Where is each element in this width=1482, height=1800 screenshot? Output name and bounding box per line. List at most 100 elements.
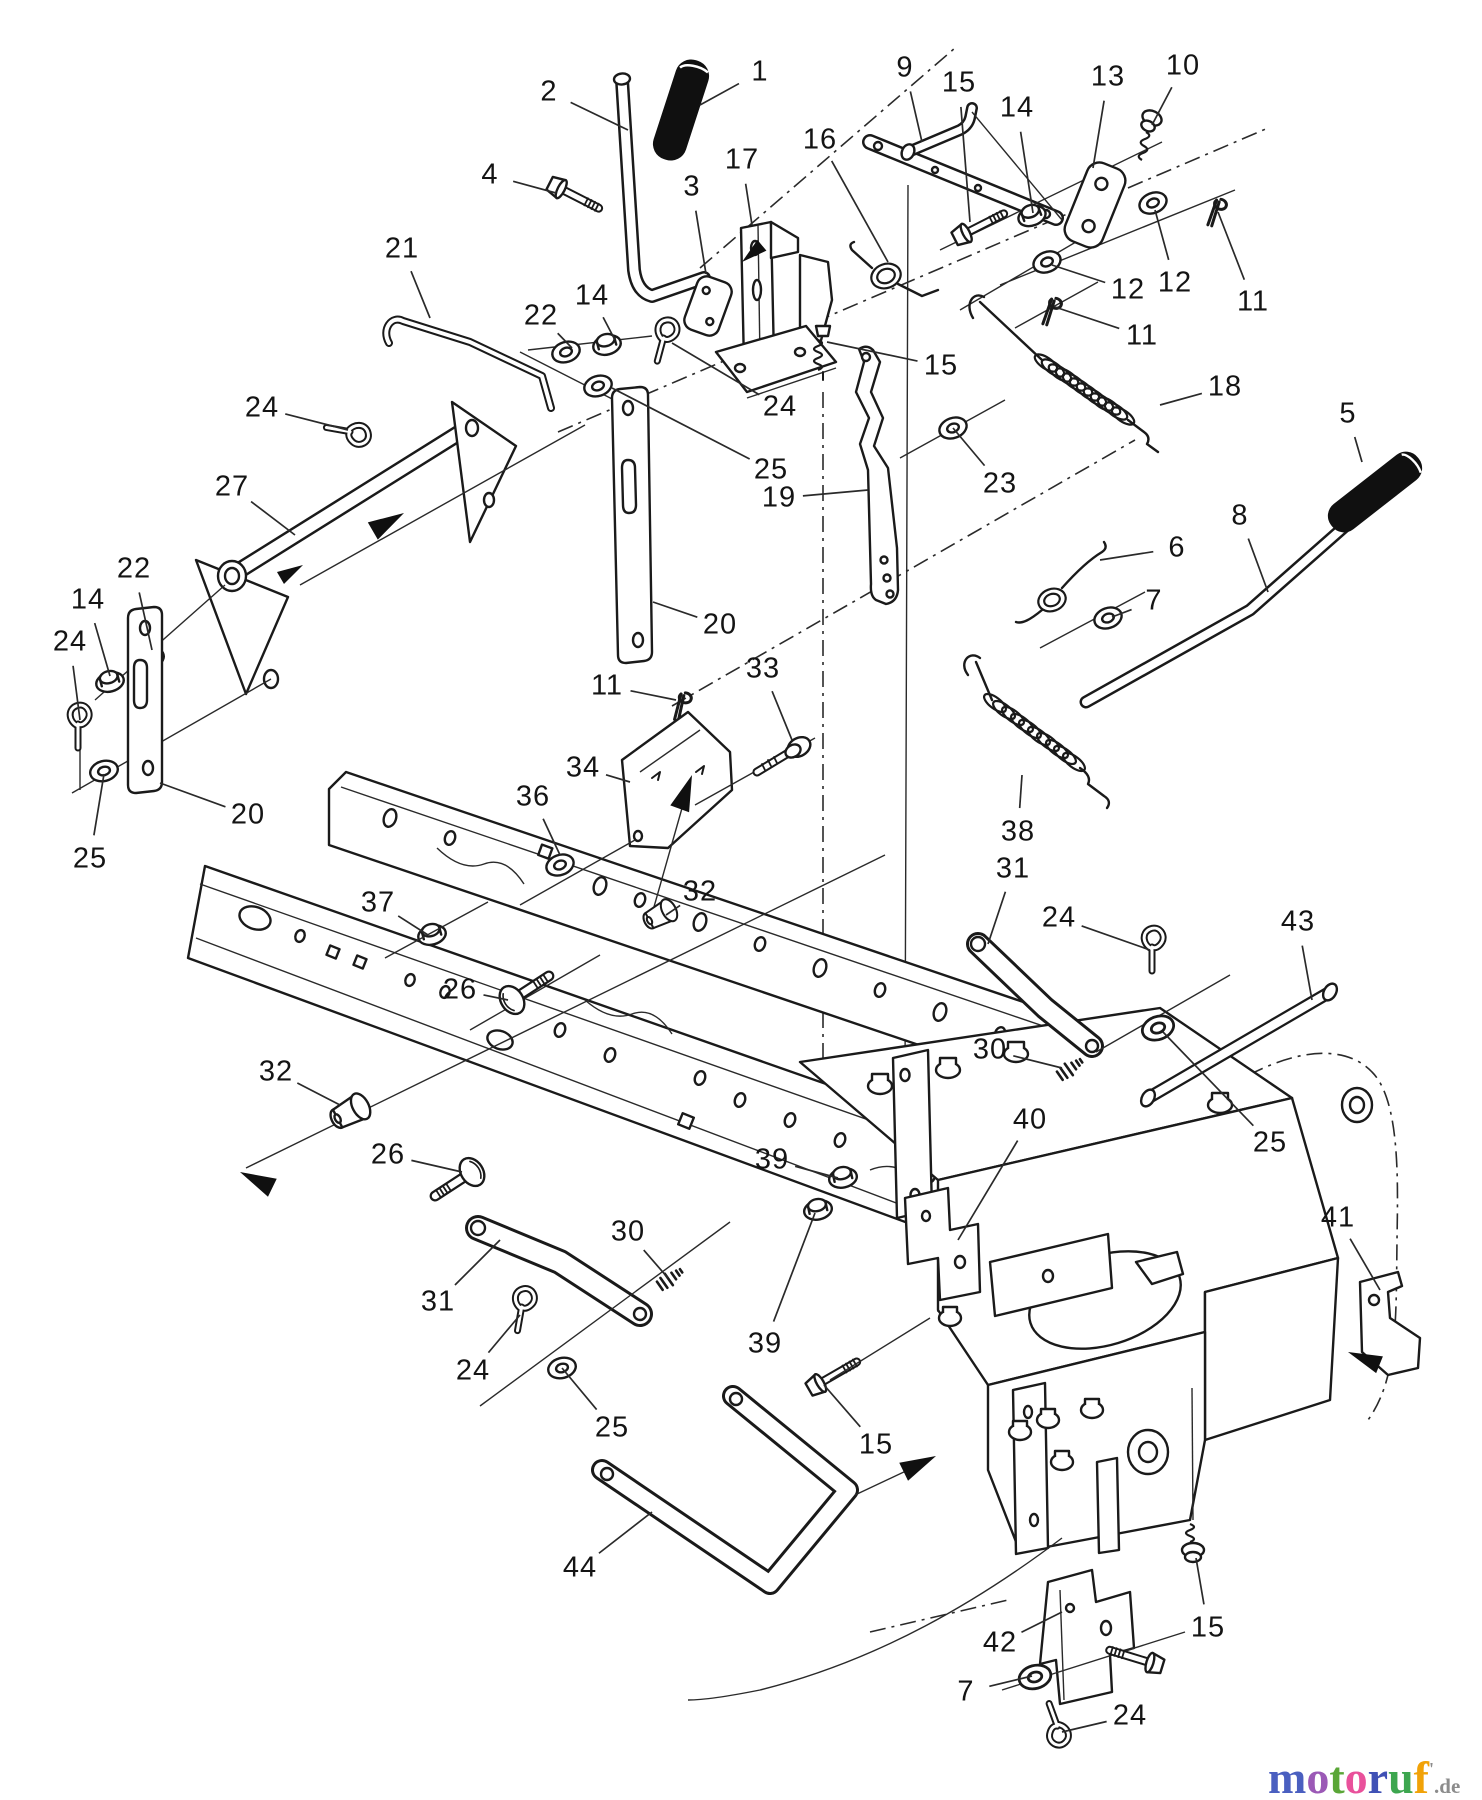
part-number-label: 26 xyxy=(370,1138,406,1171)
leader-line xyxy=(1195,1557,1205,1605)
leader-line xyxy=(1099,550,1154,561)
centerline-handle-axis xyxy=(699,47,956,269)
part-number-label: 2 xyxy=(540,75,558,108)
leader-line xyxy=(1217,211,1246,280)
leader-line xyxy=(823,1384,861,1428)
part-number-label: 7 xyxy=(1145,584,1163,617)
watermark-tick: ' xyxy=(1429,1759,1435,1779)
frame-bolt-heads xyxy=(866,1040,1234,1472)
part-number-label: 32 xyxy=(258,1055,294,1088)
part-number-label: 14 xyxy=(574,279,610,312)
screw-15-vertical xyxy=(1180,1387,1206,1564)
part-number-label: 36 xyxy=(515,780,551,813)
part-number-label: 22 xyxy=(116,552,152,585)
part-number-label: 9 xyxy=(896,51,914,84)
watermark-letter: f xyxy=(1413,1752,1429,1800)
leader-line xyxy=(1013,1054,1063,1069)
leader-line xyxy=(250,500,296,536)
part-number-label: 24 xyxy=(244,391,280,424)
leader-line xyxy=(1151,86,1173,126)
leader-line xyxy=(410,270,431,319)
plate-3 xyxy=(683,275,733,337)
part-number-label: 10 xyxy=(1165,49,1201,82)
washer-12 xyxy=(1135,187,1171,219)
part-number-label: 3 xyxy=(683,170,701,203)
part-number-label: 42 xyxy=(982,1626,1018,1659)
mid-left-cluster xyxy=(324,318,679,446)
part-number-label: 37 xyxy=(360,886,396,919)
lever-19-holes xyxy=(860,351,895,599)
part-number-label: 33 xyxy=(745,652,781,685)
leader-line xyxy=(1061,1720,1107,1733)
part-number-label: 25 xyxy=(1252,1126,1288,1159)
leader-line xyxy=(643,1249,669,1279)
leader-line xyxy=(1162,1031,1254,1127)
part-number-label: 15 xyxy=(858,1428,894,1461)
leader-line xyxy=(987,891,1007,945)
extension-spring-38 xyxy=(963,654,1111,810)
leader-line xyxy=(699,82,740,106)
watermark-letter: t xyxy=(1329,1752,1345,1800)
part-number-label: 26 xyxy=(442,973,478,1006)
leader-line xyxy=(598,1511,653,1554)
part-number-label: 32 xyxy=(682,875,718,908)
washer-25 xyxy=(86,756,122,786)
lift-rod-43 xyxy=(1139,982,1339,1108)
leader-line xyxy=(1247,538,1269,593)
part-number-label: 13 xyxy=(1090,60,1126,93)
leader-line xyxy=(72,665,81,721)
hairpin-clip-24 xyxy=(510,1287,536,1333)
leader-line xyxy=(771,690,793,741)
part-number-label: 34 xyxy=(565,751,601,784)
clamp-bracket-40 xyxy=(903,1186,1114,1318)
leader-line xyxy=(665,904,681,916)
flange-nut-14 xyxy=(589,329,625,359)
watermark-letter: o xyxy=(1306,1752,1330,1800)
leader-line xyxy=(93,622,111,677)
leader-line xyxy=(159,782,226,808)
part-number-label: 11 xyxy=(1236,285,1270,318)
hanger-bracket-17 xyxy=(683,220,838,399)
torsion-spring-16 xyxy=(849,240,940,298)
leader-line xyxy=(1349,1238,1381,1291)
part-number-label: 21 xyxy=(384,232,420,265)
part-number-label: 6 xyxy=(1168,531,1186,564)
hairpin-clip-24 xyxy=(324,420,370,446)
part-number-label: 1 xyxy=(751,55,769,88)
part-number-label: 20 xyxy=(230,798,266,831)
flange-nut-14 xyxy=(92,666,128,696)
centerline-bracket-42 xyxy=(869,1599,1009,1633)
leader-line xyxy=(1301,945,1313,1001)
part-number-label: 38 xyxy=(1000,815,1036,848)
watermark-text: motoruf xyxy=(1268,1752,1429,1800)
lever-grip-5 xyxy=(1327,451,1423,533)
leader-line xyxy=(909,91,923,143)
leader-line xyxy=(826,341,918,362)
watermark-letter: u xyxy=(1388,1752,1414,1800)
part-number-label: 16 xyxy=(802,123,838,156)
leader-line xyxy=(557,332,573,349)
part-number-label: 39 xyxy=(754,1143,790,1176)
part-number-label: 24 xyxy=(1041,901,1077,934)
hairpin-clip-24 xyxy=(650,318,679,364)
cotter-pin-11 xyxy=(1041,295,1065,329)
watermark-letter: m xyxy=(1268,1752,1307,1800)
part-number-label: 14 xyxy=(70,583,106,616)
leader-line xyxy=(802,489,869,497)
hex-bolt-15 xyxy=(804,1353,862,1398)
leader-line xyxy=(602,316,616,341)
leader-line xyxy=(542,818,561,856)
lift-lever-8 xyxy=(1079,451,1423,709)
flange-nut-39 xyxy=(800,1195,835,1224)
part-number-label: 11 xyxy=(1125,319,1159,352)
support-bracket-41 xyxy=(1348,1270,1422,1377)
leader-line xyxy=(989,1675,1033,1688)
centerline-mid-right xyxy=(671,439,1136,707)
leader-line xyxy=(652,601,698,619)
latch-bracket-42-group xyxy=(687,1387,1206,1748)
part-number-label: 15 xyxy=(941,66,977,99)
watermark-suffix: .de xyxy=(1434,1774,1461,1798)
leader-line xyxy=(1051,264,1106,284)
leader-line xyxy=(138,592,153,651)
